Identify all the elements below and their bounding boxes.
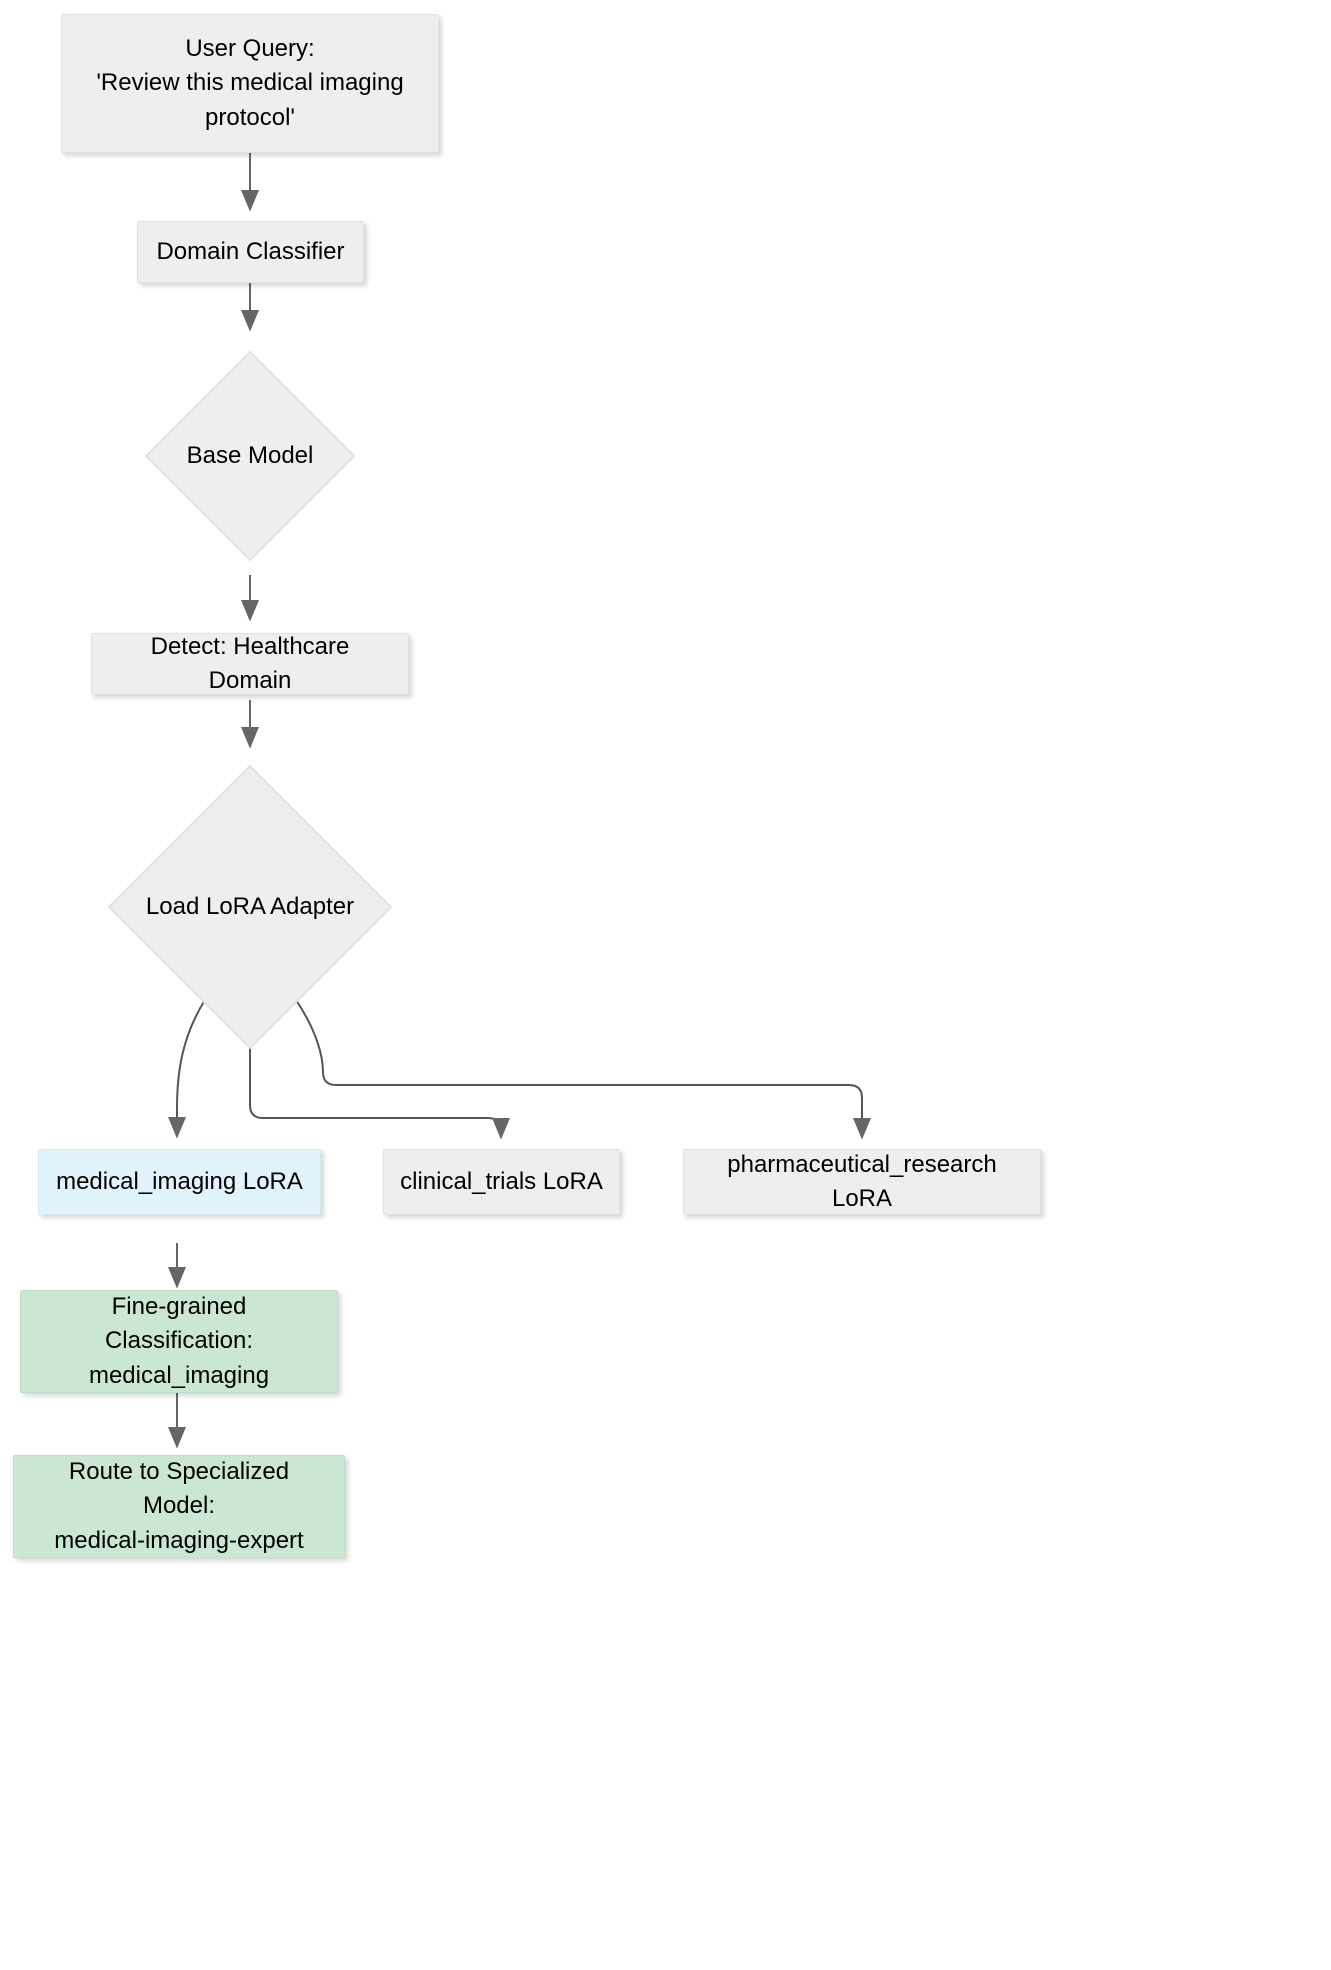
node-domain-classifier-label: Domain Classifier: [156, 237, 345, 265]
node-route-to-specialized-model[interactable]: Route to Specialized Model: medical-imag…: [13, 1455, 345, 1558]
node-fine-grained-classification[interactable]: Fine-grained Classification: medical_ima…: [20, 1290, 338, 1393]
node-user-query-line-1: User Query:: [185, 35, 315, 63]
node-pharmaceutical-research-lora[interactable]: pharmaceutical_research LoRA: [683, 1149, 1041, 1215]
node-medical-imaging-lora[interactable]: medical_imaging LoRA: [38, 1149, 321, 1215]
node-clinical-trials-lora-label: clinical_trials LoRA: [400, 1167, 603, 1195]
node-detect-healthcare-domain[interactable]: Detect: Healthcare Domain: [91, 633, 409, 695]
node-fine-grained-classification-line-1: Fine-grained Classification:: [104, 1293, 254, 1355]
node-domain-classifier[interactable]: Domain Classifier: [137, 221, 364, 283]
node-load-lora-adapter-label-wrap: Load LoRA Adapter: [105, 762, 395, 1052]
node-load-lora-adapter-label: Load LoRA Adapter: [145, 893, 355, 920]
node-fine-grained-classification-line-2: medical_imaging: [88, 1361, 270, 1389]
node-route-to-specialized-model-line-1: Route to Specialized Model:: [68, 1458, 290, 1520]
node-user-query-line-3: protocol': [205, 103, 295, 131]
node-load-lora-adapter[interactable]: Load LoRA Adapter: [105, 762, 395, 1052]
node-base-model-label-wrap: Base Model: [142, 348, 358, 564]
node-route-to-specialized-model-line-2: medical-imaging-expert: [54, 1526, 304, 1554]
node-medical-imaging-lora-label: medical_imaging LoRA: [56, 1167, 303, 1195]
node-detect-healthcare-domain-label: Detect: Healthcare Domain: [150, 632, 350, 694]
node-pharmaceutical-research-lora-label: pharmaceutical_research LoRA: [727, 1150, 997, 1212]
node-user-query-line-2: 'Review this medical imaging: [96, 69, 404, 97]
node-base-model[interactable]: Base Model: [142, 348, 358, 564]
node-clinical-trials-lora[interactable]: clinical_trials LoRA: [383, 1149, 620, 1215]
node-user-query[interactable]: User Query: 'Review this medical imaging…: [61, 14, 439, 153]
node-base-model-label: Base Model: [186, 442, 314, 469]
base-model-diamond-shape: [144, 350, 356, 562]
